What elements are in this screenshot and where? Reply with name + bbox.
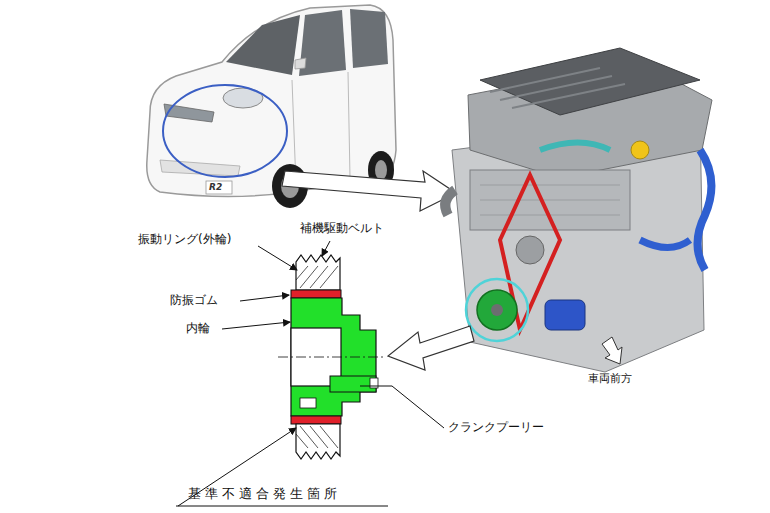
leader-lines [176, 241, 444, 506]
part-name: 防振ゴム [170, 293, 218, 307]
part-name: 補機駆動ベルト [300, 221, 384, 235]
pulley-section [278, 255, 386, 459]
direction-arrow [602, 337, 622, 364]
pointer-arrow [282, 171, 456, 211]
part-name: 内輪 [186, 321, 210, 335]
part-name: クランクプーリー [448, 420, 544, 434]
engine-illustration [445, 48, 712, 372]
plate-text: R2 [209, 182, 222, 193]
pointer-arrow [388, 326, 474, 370]
direction-label: 車両前方 [588, 372, 632, 385]
part-name: 振動リング(外輪) [138, 232, 231, 246]
note-text: 基準不適合発生箇所 [188, 486, 341, 502]
